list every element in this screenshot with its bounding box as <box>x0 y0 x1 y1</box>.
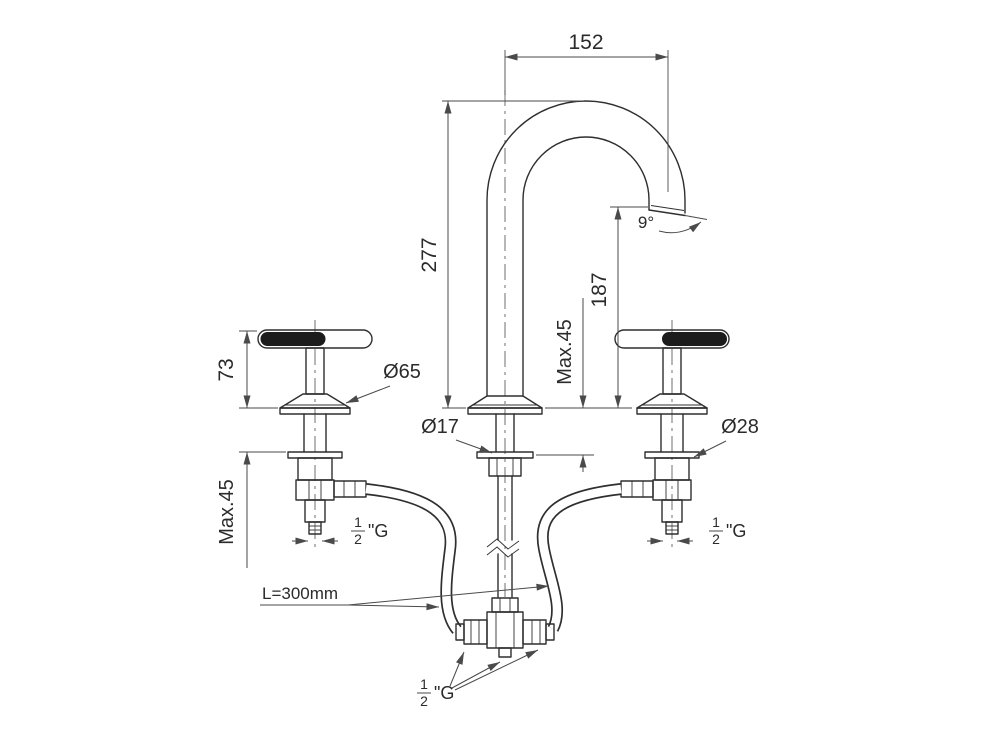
thread-left-suffix: "G <box>368 521 388 541</box>
left-valve <box>257 329 373 535</box>
dim-187-label: 187 <box>588 272 611 307</box>
thread-label-left: 1 2 "G <box>292 514 388 547</box>
dia-17-label: Ø17 <box>421 416 459 438</box>
dim-73-label: 73 <box>215 358 238 381</box>
tee-connector <box>455 597 555 658</box>
dim-152-label: 152 <box>568 31 603 54</box>
spout <box>467 100 686 598</box>
pipe-break-symbol <box>486 538 520 550</box>
dim-max45-center-label: Max.45 <box>554 319 576 385</box>
dim-deck-max-left: Max.45 <box>216 451 286 568</box>
spout-nut <box>488 457 522 477</box>
thread-label-right: 1 2 "G <box>647 514 746 547</box>
dim-spout-reach: 152 <box>504 31 669 192</box>
dim-max45-left-label: Max.45 <box>216 479 238 545</box>
left-lever-grip <box>260 332 326 346</box>
thread-right-suffix: "G <box>726 521 746 541</box>
dim-deck-max-center: Max.45 <box>536 298 594 472</box>
thread-label-bottom: 1 2 "G <box>417 649 539 709</box>
dia-28-label: Ø28 <box>721 416 759 438</box>
right-lever-grip <box>662 332 727 346</box>
thread-bottom-denominator: 2 <box>420 693 428 709</box>
dia-65-label: Ø65 <box>383 361 421 383</box>
hose-length-label: L=300mm <box>260 583 550 611</box>
dim-spout-height: 277 <box>418 100 584 409</box>
dim-277-label: 277 <box>418 237 441 272</box>
supply-hoses <box>365 483 622 634</box>
thread-bottom-numerator: 1 <box>420 676 428 692</box>
dim-handle-height: 73 <box>215 330 278 409</box>
diameter-labels: Ø65 Ø17 Ø28 <box>345 361 759 458</box>
dim-outlet-height: 187 <box>545 206 648 409</box>
thread-bottom-suffix: "G <box>434 683 454 703</box>
dim-outlet-angle: 9° <box>638 213 708 234</box>
centerlines <box>314 90 673 597</box>
thread-right-numerator: 1 <box>712 514 720 530</box>
hose-length-text: L=300mm <box>262 584 338 603</box>
thread-right-denominator: 2 <box>712 531 720 547</box>
dim-9deg-label: 9° <box>638 213 654 232</box>
thread-left-denominator: 2 <box>354 531 362 547</box>
thread-left-numerator: 1 <box>354 514 362 530</box>
